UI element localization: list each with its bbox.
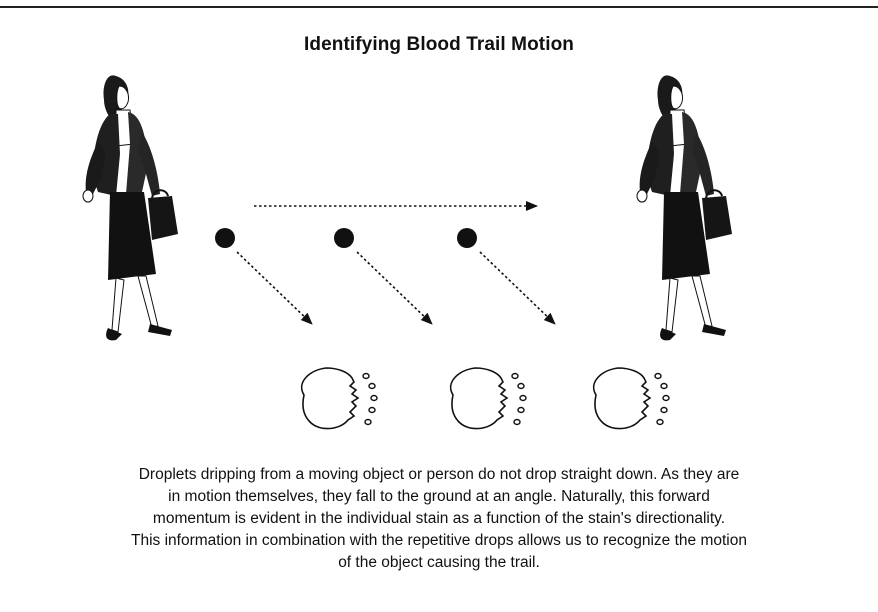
blood-stain <box>300 367 378 430</box>
caption-line: of the object causing the trail. <box>338 554 540 571</box>
blood-trail-diagram <box>82 74 733 430</box>
walking-woman-left <box>82 74 179 342</box>
fall-trajectory-arrow <box>236 251 313 325</box>
caption-line: Droplets dripping from a moving object o… <box>138 466 740 483</box>
fall-trajectory-arrow <box>479 251 556 325</box>
blood-droplet <box>334 228 354 248</box>
walking-woman-right <box>636 74 733 342</box>
caption-line: in motion themselves, they fall to the g… <box>168 488 710 505</box>
blood-droplet <box>457 228 477 248</box>
top-rule <box>0 6 878 8</box>
fall-trajectory-arrow <box>356 251 433 325</box>
blood-stain <box>592 367 670 430</box>
diagram-title: Identifying Blood Trail Motion <box>303 34 575 55</box>
caption-line: momentum is evident in the individual st… <box>152 510 726 527</box>
blood-droplet <box>215 228 235 248</box>
blood-stain <box>449 367 527 430</box>
diagram-caption: Droplets dripping from a moving object o… <box>20 464 858 574</box>
caption-line: This information in combination with the… <box>130 532 747 549</box>
